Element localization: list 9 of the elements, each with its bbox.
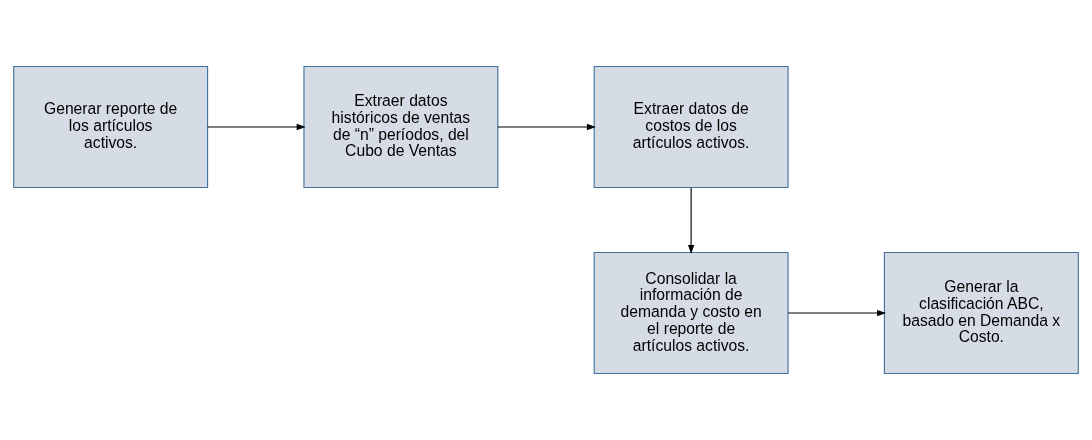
arrow	[207, 123, 306, 131]
node-box: Consolidar la información de demanda y costo en el reporte de artículos activos.	[593, 251, 789, 375]
node-box: Extraer datos históricos de ventas de “n” períodos, del Cubo de Ventas	[303, 65, 499, 189]
arrow	[497, 123, 596, 131]
node-box: Extraer datos de costos de los artículos activos.	[593, 65, 789, 189]
node-box: Generar reporte de los artículos activos.	[13, 65, 209, 189]
arrow	[687, 187, 695, 254]
arrow	[787, 309, 887, 317]
node-box: Generar la clasificación ABC, basado en Demanda x Costo.	[883, 251, 1079, 375]
